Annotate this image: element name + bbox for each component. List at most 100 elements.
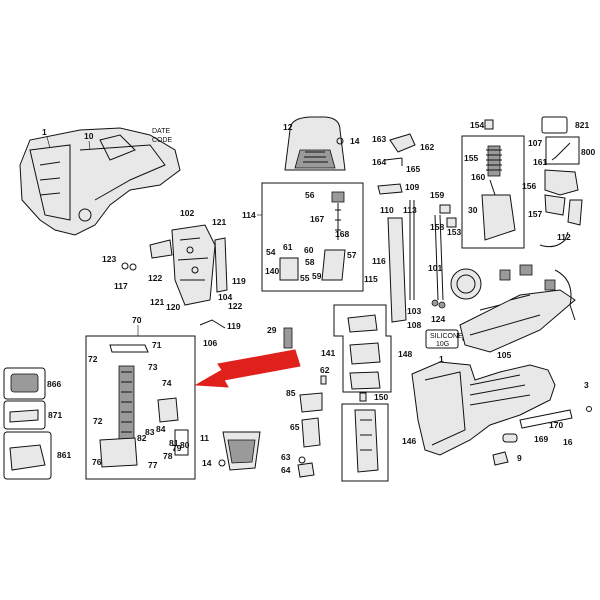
callout-140: 140 bbox=[265, 266, 279, 276]
callout-153: 153 bbox=[447, 227, 461, 237]
callout-148: 148 bbox=[398, 349, 412, 359]
callout-122: 122 bbox=[148, 273, 162, 283]
callout-165: 165 bbox=[406, 164, 420, 174]
callout-156: 156 bbox=[522, 181, 536, 191]
callout-164: 164 bbox=[372, 157, 386, 167]
callout-162: 162 bbox=[420, 142, 434, 152]
callout-117: 117 bbox=[114, 281, 128, 291]
callout-70: 70 bbox=[132, 315, 142, 325]
callout-78: 78 bbox=[163, 451, 173, 461]
callout-102: 102 bbox=[180, 208, 194, 218]
tool-frame-part-1: DATE CODE bbox=[19, 127, 181, 236]
callout-72: 72 bbox=[88, 354, 98, 364]
callout-109: 109 bbox=[405, 182, 419, 192]
callout-141: 141 bbox=[321, 348, 335, 358]
callout-16: 16 bbox=[563, 437, 573, 447]
callout-120: 120 bbox=[166, 302, 180, 312]
silicone-label-line-2: 10G bbox=[436, 341, 449, 348]
callout-73: 73 bbox=[148, 362, 158, 372]
callout-54: 54 bbox=[266, 247, 276, 257]
callout-157: 157 bbox=[528, 209, 542, 219]
callout-57: 57 bbox=[347, 250, 357, 260]
callout-65: 65 bbox=[290, 422, 300, 432]
callout-150: 150 bbox=[374, 392, 388, 402]
callout-146: 146 bbox=[402, 436, 416, 446]
callout-154: 154 bbox=[470, 120, 484, 130]
callout-123: 123 bbox=[102, 254, 116, 264]
callout-119: 119 bbox=[232, 276, 246, 286]
callout-158: 158 bbox=[430, 222, 444, 232]
callout-29: 29 bbox=[267, 325, 277, 335]
callout-71: 71 bbox=[152, 340, 162, 350]
callout-82: 82 bbox=[137, 433, 147, 443]
callout-104: 104 bbox=[218, 292, 232, 302]
callout-105: 105 bbox=[497, 350, 511, 360]
callout-168: 168 bbox=[335, 229, 349, 239]
callout-1: 1 bbox=[42, 127, 47, 137]
callout-14b: 14 bbox=[202, 458, 212, 468]
callout-55: 55 bbox=[300, 273, 310, 283]
callout-114: 114 bbox=[242, 210, 256, 220]
callout-62: 62 bbox=[320, 365, 330, 375]
callout-121: 121 bbox=[212, 217, 226, 227]
callout-107: 107 bbox=[528, 138, 542, 148]
callout-14: 14 bbox=[350, 136, 360, 146]
silicone-label-line-1: SILICONE bbox=[430, 333, 463, 340]
callout-76: 76 bbox=[92, 457, 102, 467]
callout-121b: 121 bbox=[150, 297, 164, 307]
callout-116: 116 bbox=[372, 256, 386, 266]
callout-106: 106 bbox=[203, 338, 217, 348]
callout-155: 155 bbox=[464, 153, 478, 163]
callout-108: 108 bbox=[407, 320, 421, 330]
callout-80: 80 bbox=[180, 440, 190, 450]
callout-119b: 119 bbox=[227, 321, 241, 331]
spring-assembly-155 bbox=[481, 145, 516, 241]
callout-83: 83 bbox=[145, 427, 155, 437]
date-code-text-1: DATE bbox=[152, 128, 170, 135]
callout-163: 163 bbox=[372, 134, 386, 144]
callout-1b: 1 bbox=[439, 354, 444, 364]
callout-77: 77 bbox=[148, 460, 158, 470]
callout-871: 871 bbox=[48, 410, 62, 420]
callout-60: 60 bbox=[304, 245, 314, 255]
callout-61: 61 bbox=[283, 242, 293, 252]
callout-74: 74 bbox=[162, 378, 172, 388]
date-code-text-2: CODE bbox=[152, 137, 173, 144]
callout-30: 30 bbox=[468, 205, 478, 215]
callout-110: 110 bbox=[380, 205, 394, 215]
callout-79: 79 bbox=[172, 443, 182, 453]
callout-800: 800 bbox=[581, 147, 595, 157]
callout-861: 861 bbox=[57, 450, 71, 460]
callout-63: 63 bbox=[281, 452, 291, 462]
callout-112: 112 bbox=[557, 232, 571, 242]
callout-72b: 72 bbox=[93, 416, 103, 426]
callout-821: 821 bbox=[575, 120, 589, 130]
callout-9: 9 bbox=[517, 453, 522, 463]
callout-866: 866 bbox=[47, 379, 61, 389]
callout-84: 84 bbox=[156, 424, 166, 434]
callout-64: 64 bbox=[281, 465, 291, 475]
callout-58: 58 bbox=[305, 257, 315, 267]
callout-101: 101 bbox=[428, 263, 442, 273]
callout-85: 85 bbox=[286, 388, 296, 398]
callout-167: 167 bbox=[310, 214, 324, 224]
callout-160: 160 bbox=[471, 172, 485, 182]
callout-159: 159 bbox=[430, 190, 444, 200]
cap-part-12 bbox=[284, 116, 346, 171]
red-pointer-arrow bbox=[194, 349, 301, 388]
callout-11: 11 bbox=[200, 433, 209, 443]
callout-103: 103 bbox=[407, 306, 421, 316]
callout-170: 170 bbox=[549, 420, 563, 430]
callout-115: 115 bbox=[364, 274, 378, 284]
callout-169: 169 bbox=[534, 434, 548, 444]
callout-124: 124 bbox=[431, 314, 445, 324]
callout-12: 12 bbox=[283, 122, 293, 132]
callout-56: 56 bbox=[305, 190, 315, 200]
callout-59: 59 bbox=[312, 271, 322, 281]
callout-81: 81 bbox=[169, 438, 179, 448]
callout-122b: 122 bbox=[228, 301, 242, 311]
callout-3: 3 bbox=[584, 380, 589, 390]
callout-161: 161 bbox=[533, 157, 547, 167]
callout-10: 10 bbox=[84, 131, 94, 141]
